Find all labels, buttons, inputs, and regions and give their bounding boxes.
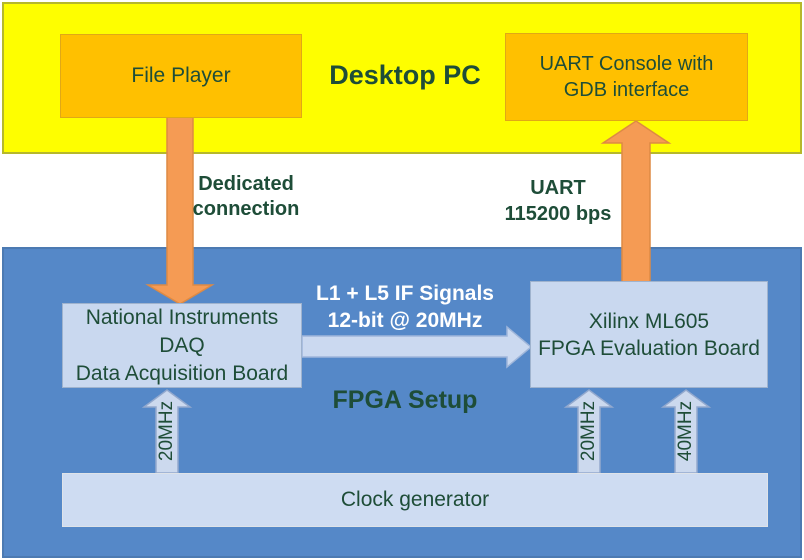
if-signals-label: L1 + L5 IF Signals 12-bit @ 20MHz [316,282,494,332]
daq-line3: Data Acquisition Board [75,361,289,385]
dedicated-connection-arrow [145,116,215,305]
uart-console-line1: UART Console with [539,53,714,75]
fpga-line1: Xilinx ML605 [588,309,710,333]
clock-to-fpga-40mhz-arrow [660,389,712,474]
fpga-line2: FPGA Evaluation Board [538,336,760,360]
if-signals-arrow [301,325,533,369]
uart-bps-label: UART 115200 bps [504,177,612,225]
file-player-label: File Player [131,64,231,87]
clock-generator-label: Clock generator [340,488,490,511]
clock-to-fpga-40mhz-label: 40MHz [675,400,696,462]
fpga-setup-title: FPGA Setup [332,386,478,414]
clock-to-daq-rate-label: 20MHz [156,400,177,462]
uart-console-line2: GDB interface [563,79,690,101]
daq-box: National Instruments DAQ Data Acquisitio… [62,303,302,388]
fpga-evaluation-board-box: Xilinx ML605 FPGA Evaluation Board [530,281,768,388]
clock-to-fpga-20mhz-label: 20MHz [578,400,599,462]
clock-generator-box: Clock generator [62,473,768,527]
clock-to-fpga-20mhz-arrow [563,389,615,474]
clock-to-daq-arrow [141,389,193,474]
desktop-pc-title: Desktop PC [329,60,481,90]
daq-line1: National Instruments [85,305,279,329]
dedicated-connection-label: Dedicated connection [192,173,300,220]
file-player-box: File Player [60,34,302,118]
daq-line2: DAQ [159,333,205,357]
uart-console-box: UART Console with GDB interface [505,33,748,121]
uart-arrow [600,120,672,283]
